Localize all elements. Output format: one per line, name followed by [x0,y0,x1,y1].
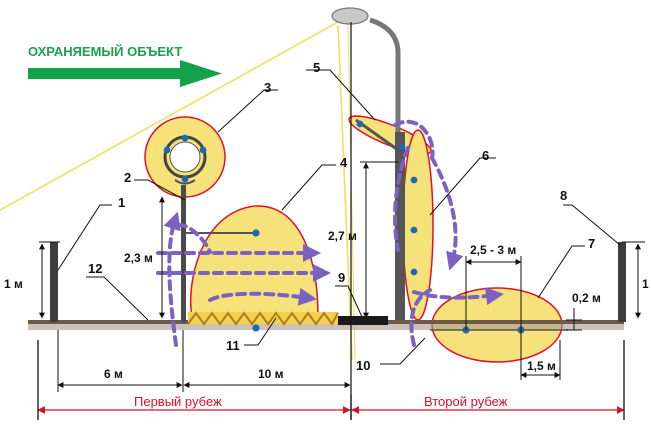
callout-4: 4 [340,155,348,170]
direction-arrow-icon [28,60,222,87]
callout-8: 8 [560,188,567,203]
callout-2: 2 [124,170,131,185]
ground [28,311,624,330]
protected-object-title: ОХРАНЯЕМЫЙ ОБЪЕКТ [28,44,182,59]
callout-12: 12 [88,261,102,276]
fence-height-left: 1 м [4,277,23,291]
dimension-labels: 1 м 1 2,3 м 2,7 м 6 м 10 м 2,5 - 3 м 0,2… [4,229,649,381]
callout-10: 10 [356,358,370,373]
callout-5: 5 [313,60,320,75]
callout-3: 3 [264,80,271,95]
distance-6m-label: 6 м [104,367,123,381]
callout-numbers: 1 2 3 4 5 6 7 8 9 10 11 12 [88,60,595,373]
callout-11: 11 [226,338,240,353]
zone-brackets [37,340,625,420]
fence-height-right: 1 [642,277,649,291]
callout-1: 1 [118,195,125,210]
distance-10m-label: 10 м [258,367,284,381]
sensor-offset-label: 1,5 м [527,359,556,373]
sensor-dots [163,120,525,334]
intruder-paths [156,119,504,347]
callout-7: 7 [588,236,595,251]
callout-9: 9 [338,270,345,285]
pole-height-label: 2,3 м [124,251,153,265]
callout-leaders [57,69,621,365]
sensor-spacing-label: 2,5 - 3 м [470,243,516,257]
lamp-height-label: 2,7 м [328,229,357,243]
second-line-label: Второй рубеж [424,394,508,409]
callout-6: 6 [482,148,489,163]
dimension-lines [57,161,582,392]
sensor-depth-label: 0,2 м [572,291,601,305]
fence-posts [39,241,645,322]
first-line-label: Первый рубеж [134,394,222,409]
